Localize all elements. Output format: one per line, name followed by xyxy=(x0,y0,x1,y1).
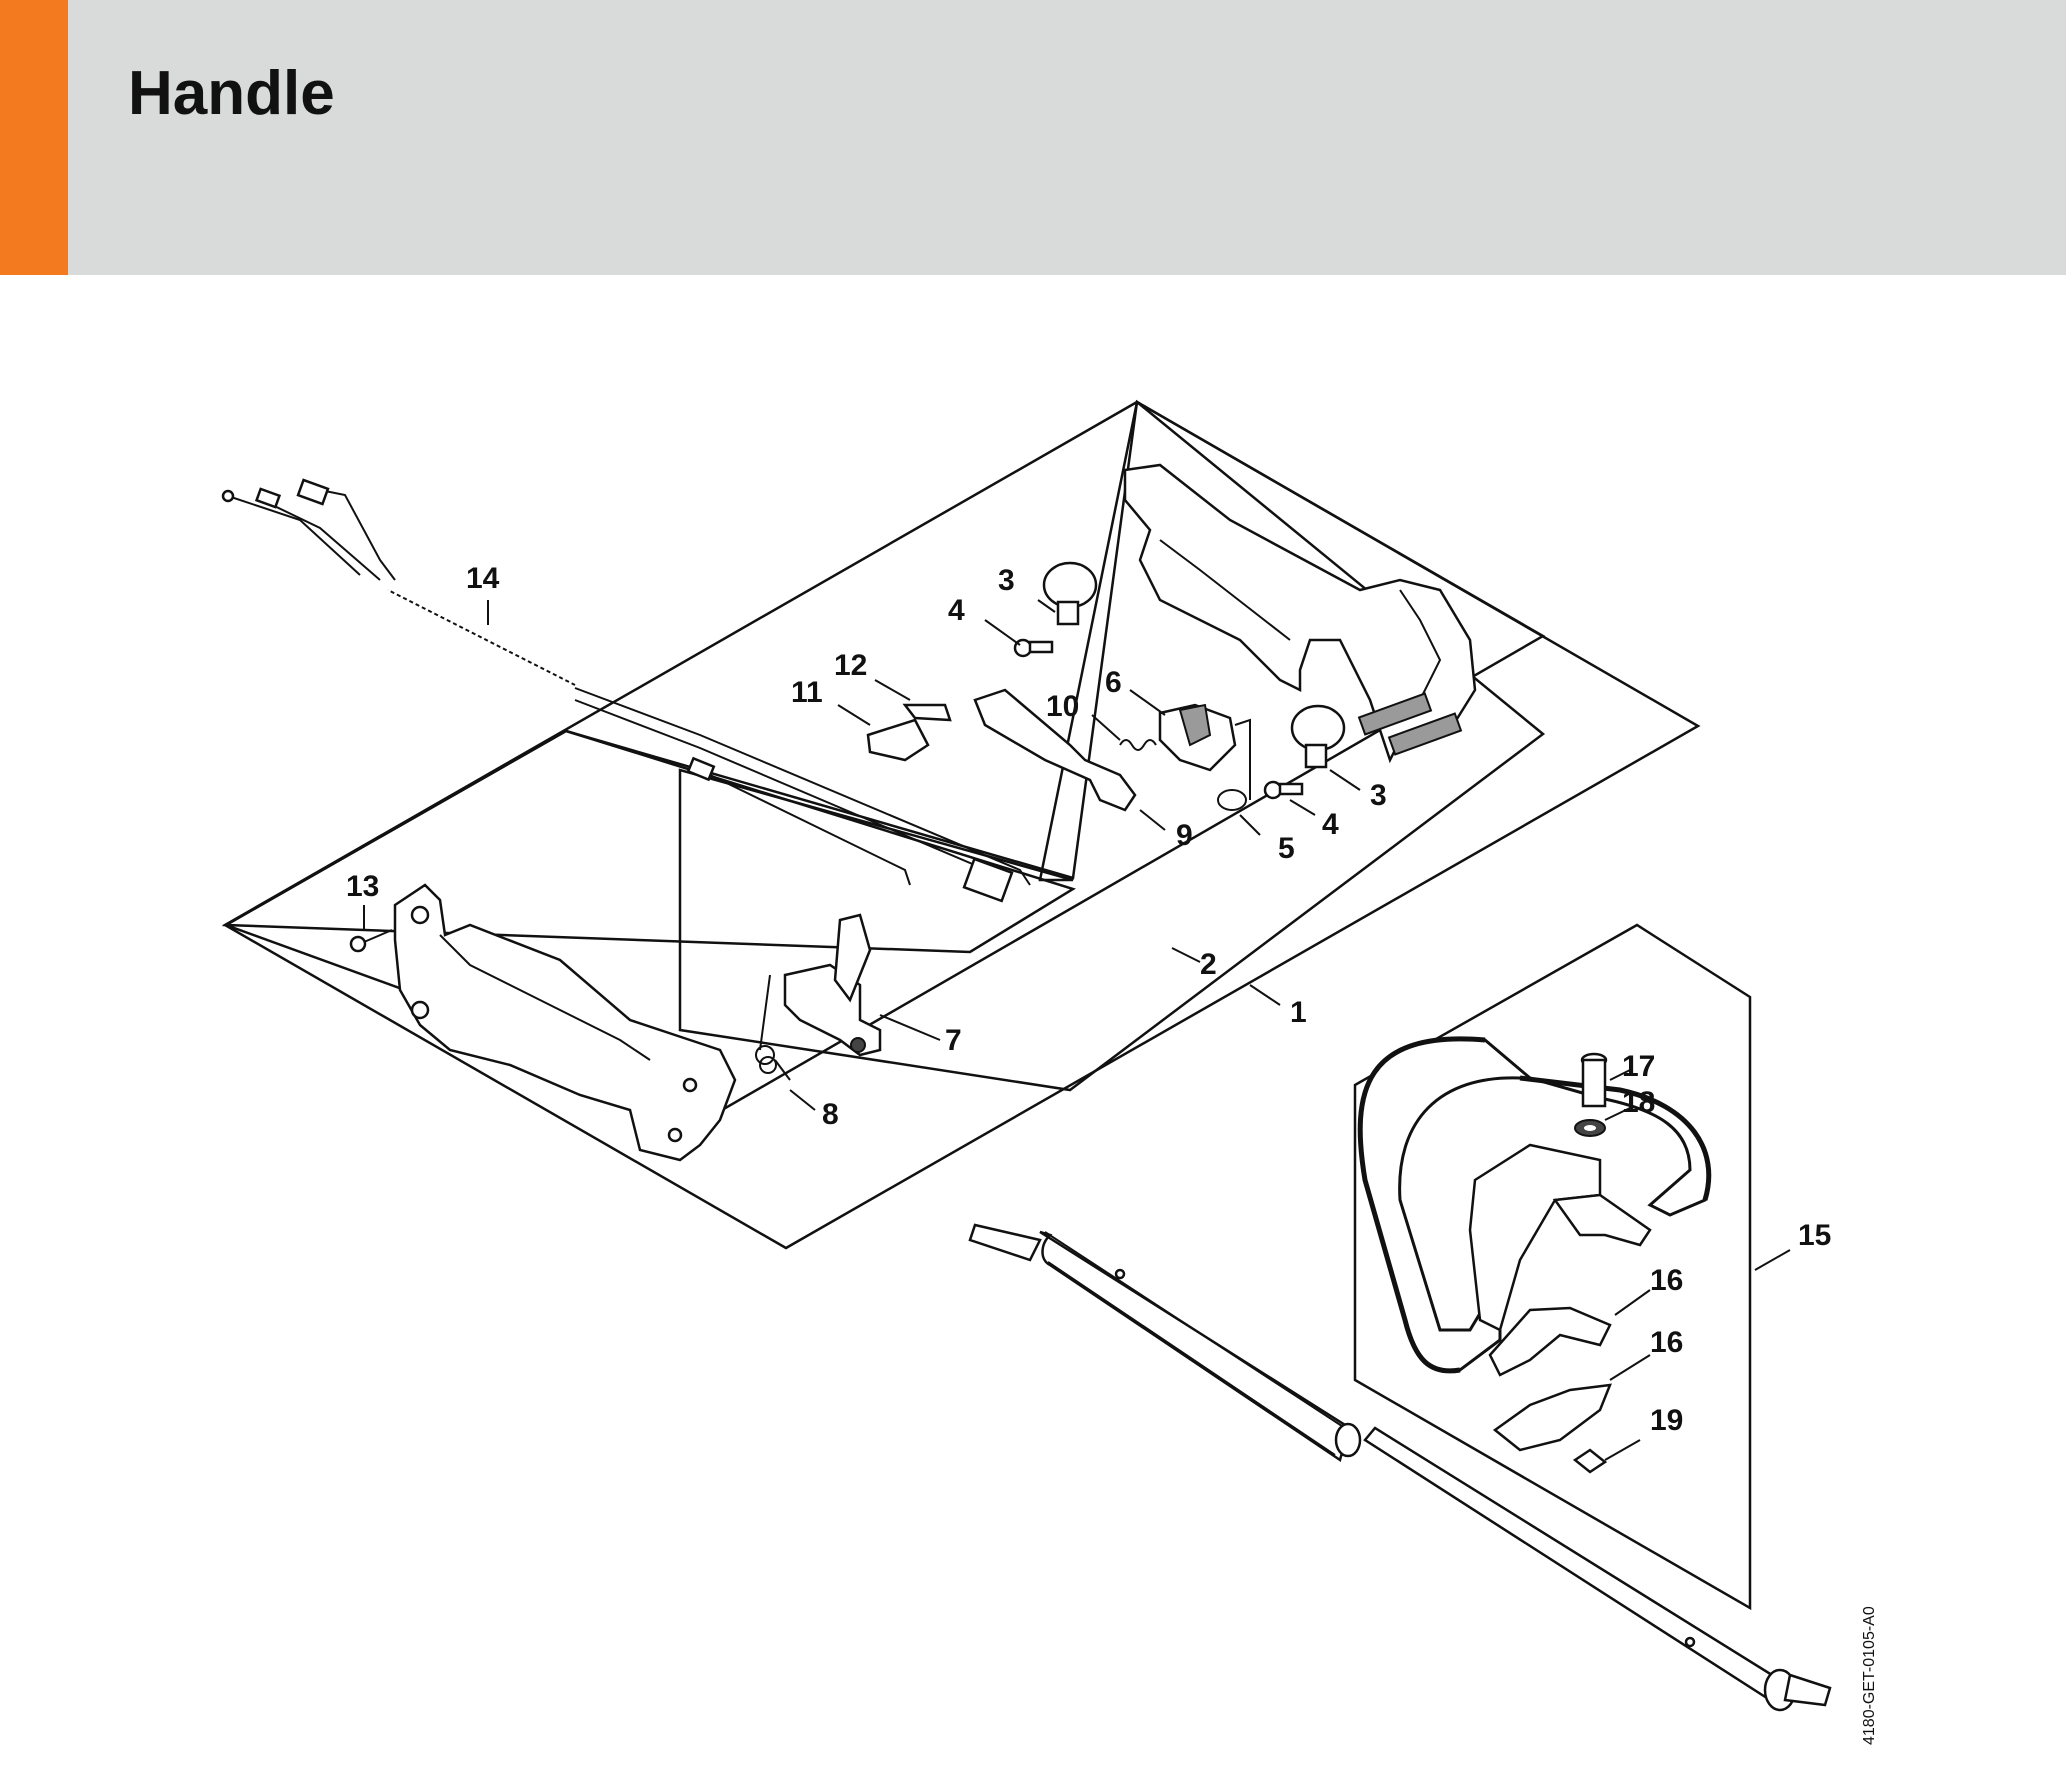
callout-3-right: 3 xyxy=(1370,779,1387,812)
callout-8: 8 xyxy=(822,1098,839,1131)
screw-upper-left xyxy=(1013,638,1054,658)
callout-11: 11 xyxy=(791,676,823,709)
slide-switch xyxy=(866,718,930,762)
screw-upper-right xyxy=(1263,780,1304,800)
leaf-spring-5 xyxy=(1217,718,1251,811)
throttle-lock-lever xyxy=(973,688,1137,812)
callout-labels: 1 2 3 3 4 4 5 6 7 8 9 10 11 12 13 14 15 … xyxy=(346,562,1831,1437)
callout-7: 7 xyxy=(945,1024,962,1057)
header-bar xyxy=(0,0,2066,275)
callout-16-upper: 16 xyxy=(1650,1264,1683,1297)
callout-4-left: 4 xyxy=(948,594,965,627)
clamp-16-upper xyxy=(1488,1306,1612,1377)
callout-5: 5 xyxy=(1278,832,1295,865)
callout-4-right: 4 xyxy=(1322,808,1339,841)
washer-18 xyxy=(1574,1119,1606,1137)
page-title: Handle xyxy=(128,59,335,128)
callout-12: 12 xyxy=(834,649,867,682)
leader-lines xyxy=(363,599,1791,1461)
torsion-spring xyxy=(755,974,791,1081)
throttle-trigger xyxy=(783,913,882,1057)
callout-15: 15 xyxy=(1798,1219,1831,1252)
hose-clamp-upper-right xyxy=(1290,704,1346,769)
callout-16-lower: 16 xyxy=(1650,1326,1683,1359)
callout-2: 2 xyxy=(1200,948,1217,981)
loop-handle xyxy=(1357,1036,1712,1374)
callout-14: 14 xyxy=(466,562,500,595)
callout-18: 18 xyxy=(1622,1086,1655,1119)
screw-17 xyxy=(1580,1052,1608,1108)
callout-9: 9 xyxy=(1176,819,1193,852)
header-accent-stripe xyxy=(0,0,68,275)
assembly-1-outline xyxy=(222,400,1701,1250)
callout-19: 19 xyxy=(1650,1404,1683,1437)
nut-19 xyxy=(1572,1448,1608,1474)
handle-housing-upper xyxy=(1123,463,1477,764)
contact-spring-12 xyxy=(902,703,952,722)
callout-3-left: 3 xyxy=(998,564,1015,597)
loop-handle-box xyxy=(1353,923,1752,1611)
spring-10 xyxy=(1119,739,1157,751)
callout-13: 13 xyxy=(346,870,379,903)
wiring-harness xyxy=(221,478,1031,903)
screw-13 xyxy=(349,929,393,953)
stop-switch xyxy=(1158,703,1237,772)
clamp-16-lower xyxy=(1492,1383,1612,1452)
hose-clamp-upper-left xyxy=(1042,561,1098,626)
drive-tube xyxy=(968,1223,1832,1712)
callout-10: 10 xyxy=(1046,690,1079,723)
callout-1: 1 xyxy=(1290,996,1307,1029)
harness-box xyxy=(221,729,1077,954)
grip-handle-lower xyxy=(393,883,737,1162)
reference-code: 4180-GET-0105-A0 xyxy=(1861,1606,1878,1745)
callout-6: 6 xyxy=(1105,666,1122,699)
callout-17: 17 xyxy=(1622,1050,1655,1083)
